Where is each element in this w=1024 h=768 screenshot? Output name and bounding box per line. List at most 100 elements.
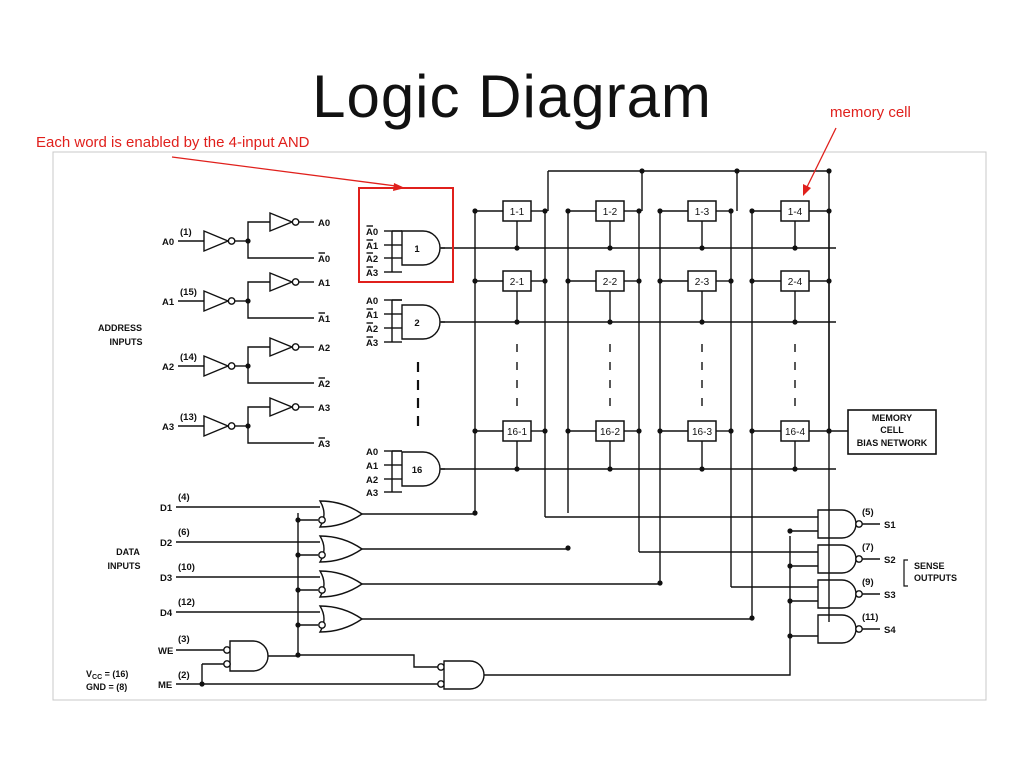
highlight-and-gate <box>358 187 454 283</box>
memory-cell-box <box>502 200 532 222</box>
memory-cell-label: 2-1 <box>510 277 525 288</box>
me-pin-label: (2) <box>178 670 190 681</box>
sense-pin-label: (9) <box>862 577 874 588</box>
data-input-label: D1 <box>160 503 173 514</box>
sense-and-gate <box>817 509 857 539</box>
memory-cell-box <box>780 200 810 222</box>
junction-dot <box>787 598 793 604</box>
slide-title: Logic Diagram <box>312 63 712 130</box>
memory-cell-label: 1-4 <box>788 207 803 218</box>
inverter-bubble <box>291 218 300 226</box>
address-input-label: A0 <box>162 237 174 248</box>
memory-cell-label: 1-2 <box>603 207 618 218</box>
address-true-output: A0 <box>318 218 330 229</box>
write-enable: WE(3) <box>158 634 298 672</box>
io-logic: D1(4)D2(6)D3(10)D4(12)WE(3)ME(2)S1(5)S2(… <box>158 431 896 691</box>
junction-dot <box>826 278 832 284</box>
vcc-label: VCC = (16) <box>86 669 128 681</box>
memory-cell-label: 1-1 <box>510 207 525 218</box>
memory-cell-label: 2-4 <box>788 277 803 288</box>
memory-cell-label: 16-2 <box>600 427 620 438</box>
sense-pin-label: (5) <box>862 507 874 518</box>
data-inputs-label: DATA INPUTS <box>107 547 140 571</box>
decoder-input-label: A3 <box>366 268 378 279</box>
memory-cell: 16-2 <box>595 420 625 442</box>
address-pin-label: (15) <box>180 287 197 298</box>
sense-output-S4: S4(11) <box>787 612 896 644</box>
sense-output-label: S4 <box>884 625 896 636</box>
inverter-bubble <box>227 297 236 305</box>
inverter-bubble <box>437 663 445 671</box>
junction-dot <box>542 278 548 284</box>
sense-and-gate <box>817 614 857 644</box>
wire <box>298 654 438 668</box>
data-input-D1: D1(4) <box>160 492 475 528</box>
we-label: WE <box>158 646 173 657</box>
decoder-input-label: A2 <box>366 254 378 265</box>
wire <box>247 346 270 366</box>
inverter-bubble <box>318 621 326 629</box>
memory-cell-label: 1-3 <box>695 207 710 218</box>
data-label-line-2: INPUTS <box>107 561 140 571</box>
decoder-input-label: A0 <box>366 447 378 458</box>
memory-cell-label: 2-3 <box>695 277 710 288</box>
memory-cell-box <box>502 270 532 292</box>
input-inverter <box>203 414 230 438</box>
decoder-and-gate <box>401 451 441 487</box>
decoder-input-label: A3 <box>366 338 378 349</box>
wire <box>247 426 314 444</box>
junction-dot <box>826 208 832 214</box>
data-or-gate <box>318 570 364 598</box>
memory-cell-box <box>687 200 717 222</box>
junction-dot <box>657 580 663 586</box>
decoder-input-label: A0 <box>366 227 378 238</box>
annotation-marks <box>171 127 837 283</box>
sense-output-label: S1 <box>884 520 896 531</box>
inverter-bubble <box>855 590 863 598</box>
address-pin-label: (14) <box>180 352 197 363</box>
me-label: ME <box>158 680 172 691</box>
junction-dot <box>657 428 663 434</box>
decoder-input-label: A1 <box>366 310 379 321</box>
address-true-output: A1 <box>318 278 331 289</box>
data-input-D2: D2(6) <box>160 527 568 563</box>
memory-cell: 1-2 <box>595 200 625 222</box>
junction-dot <box>749 278 755 284</box>
memory-cell-box <box>502 420 532 442</box>
inverter-bubble <box>318 551 326 559</box>
input-inverter <box>203 289 230 313</box>
wire <box>484 536 791 676</box>
and-gate-annotation: Each word is enabled by the 4-input AND <box>36 134 310 151</box>
inverter-bubble <box>437 680 445 688</box>
junction-dot <box>657 278 663 284</box>
bias-network-box: MEMORY CELL BIAS NETWORK <box>847 409 937 455</box>
address-pin-label: (13) <box>180 412 197 423</box>
wire <box>247 301 314 319</box>
memory-cell: 2-3 <box>687 270 717 292</box>
sense-pin-label: (7) <box>862 542 874 553</box>
bias-line-2: CELL <box>880 425 904 435</box>
wire <box>247 281 270 301</box>
sense-output-label: S2 <box>884 555 896 566</box>
decoder-label: 1 <box>414 244 420 255</box>
data-input-D3: D3(10) <box>160 562 660 598</box>
memory-cell-box <box>780 420 810 442</box>
junction-dot <box>749 615 755 621</box>
sense-label-line-1: SENSE <box>914 561 945 571</box>
junction-dot <box>565 208 571 214</box>
gnd-label: GND = (8) <box>86 682 127 692</box>
output-inverter <box>269 271 294 293</box>
inverter-bubble <box>227 422 236 430</box>
address-complement-output: A0 <box>318 254 330 265</box>
decoder-and-gate <box>401 304 441 340</box>
address-pin-label: (1) <box>180 227 192 238</box>
memory-cell: 1-1 <box>502 200 532 222</box>
address-true-output: A2 <box>318 343 330 354</box>
